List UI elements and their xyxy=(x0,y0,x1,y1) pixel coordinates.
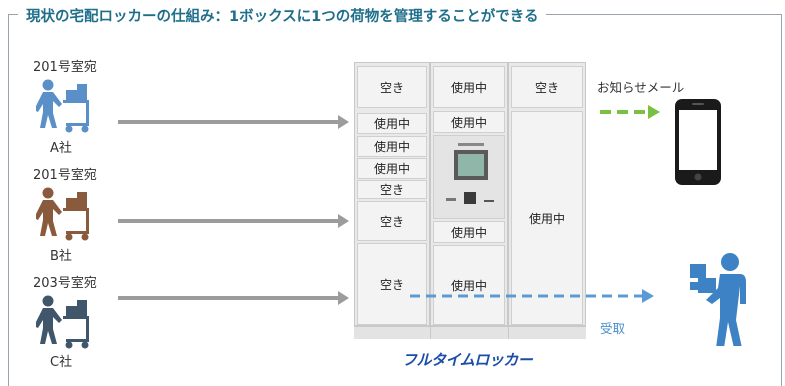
address-label-c: 203号室宛 xyxy=(33,276,97,291)
smartphone-icon xyxy=(675,99,721,185)
page-title: 現状の宅配ロッカーの仕組み：1ボックスに1つの荷物を管理することができる xyxy=(18,5,547,26)
locker-box: 使用中 xyxy=(511,111,583,325)
locker-column-1: 空き 使用中 使用中 使用中 空き 空き 空き xyxy=(354,62,430,326)
company-label-c: C社 xyxy=(50,355,73,370)
locker-box: 使用中 xyxy=(433,245,505,325)
delivery-arrow-b xyxy=(118,214,349,228)
address-label-b: 201号室宛 xyxy=(33,168,97,183)
locker-box: 使用中 xyxy=(357,158,427,179)
delivery-person-c-icon xyxy=(36,295,89,349)
terminal-screen-icon xyxy=(446,143,494,204)
delivery-person-a-icon xyxy=(36,79,89,133)
locker-box: 使用中 xyxy=(433,66,505,108)
locker-base xyxy=(354,326,586,339)
company-label-b: B社 xyxy=(50,249,72,264)
notification-arrow xyxy=(600,105,660,119)
locker-unit: 空き 使用中 使用中 使用中 空き 空き 空き 使用中 使用中 使用中 使用中 … xyxy=(348,62,586,339)
locker-box: 使用中 xyxy=(433,221,505,243)
locker-box: 空き xyxy=(357,66,427,108)
delivery-arrow-a xyxy=(118,115,349,129)
brand-logo: フルタイムロッカー xyxy=(402,351,533,369)
locker-box: 空き xyxy=(357,243,427,325)
locker-box: 使用中 xyxy=(357,113,427,134)
receive-arrow xyxy=(410,289,654,303)
control-panel xyxy=(433,135,505,219)
locker-box: 空き xyxy=(511,66,583,108)
locker-box: 空き xyxy=(357,180,427,199)
locker-column-3: 空き 使用中 xyxy=(508,62,586,326)
company-label-a: A社 xyxy=(50,141,72,156)
delivery-arrow-c xyxy=(118,291,349,305)
locker-box: 使用中 xyxy=(357,136,427,157)
notification-label: お知らせメール xyxy=(597,80,685,95)
locker-box: 空き xyxy=(357,201,427,241)
address-label-a: 201号室宛 xyxy=(33,60,97,75)
recipient-person-icon xyxy=(690,253,746,346)
locker-column-2: 使用中 使用中 使用中 使用中 xyxy=(430,62,508,326)
locker-box: 使用中 xyxy=(433,111,505,133)
receive-label: 受取 xyxy=(600,321,626,336)
delivery-person-b-icon xyxy=(36,187,89,241)
